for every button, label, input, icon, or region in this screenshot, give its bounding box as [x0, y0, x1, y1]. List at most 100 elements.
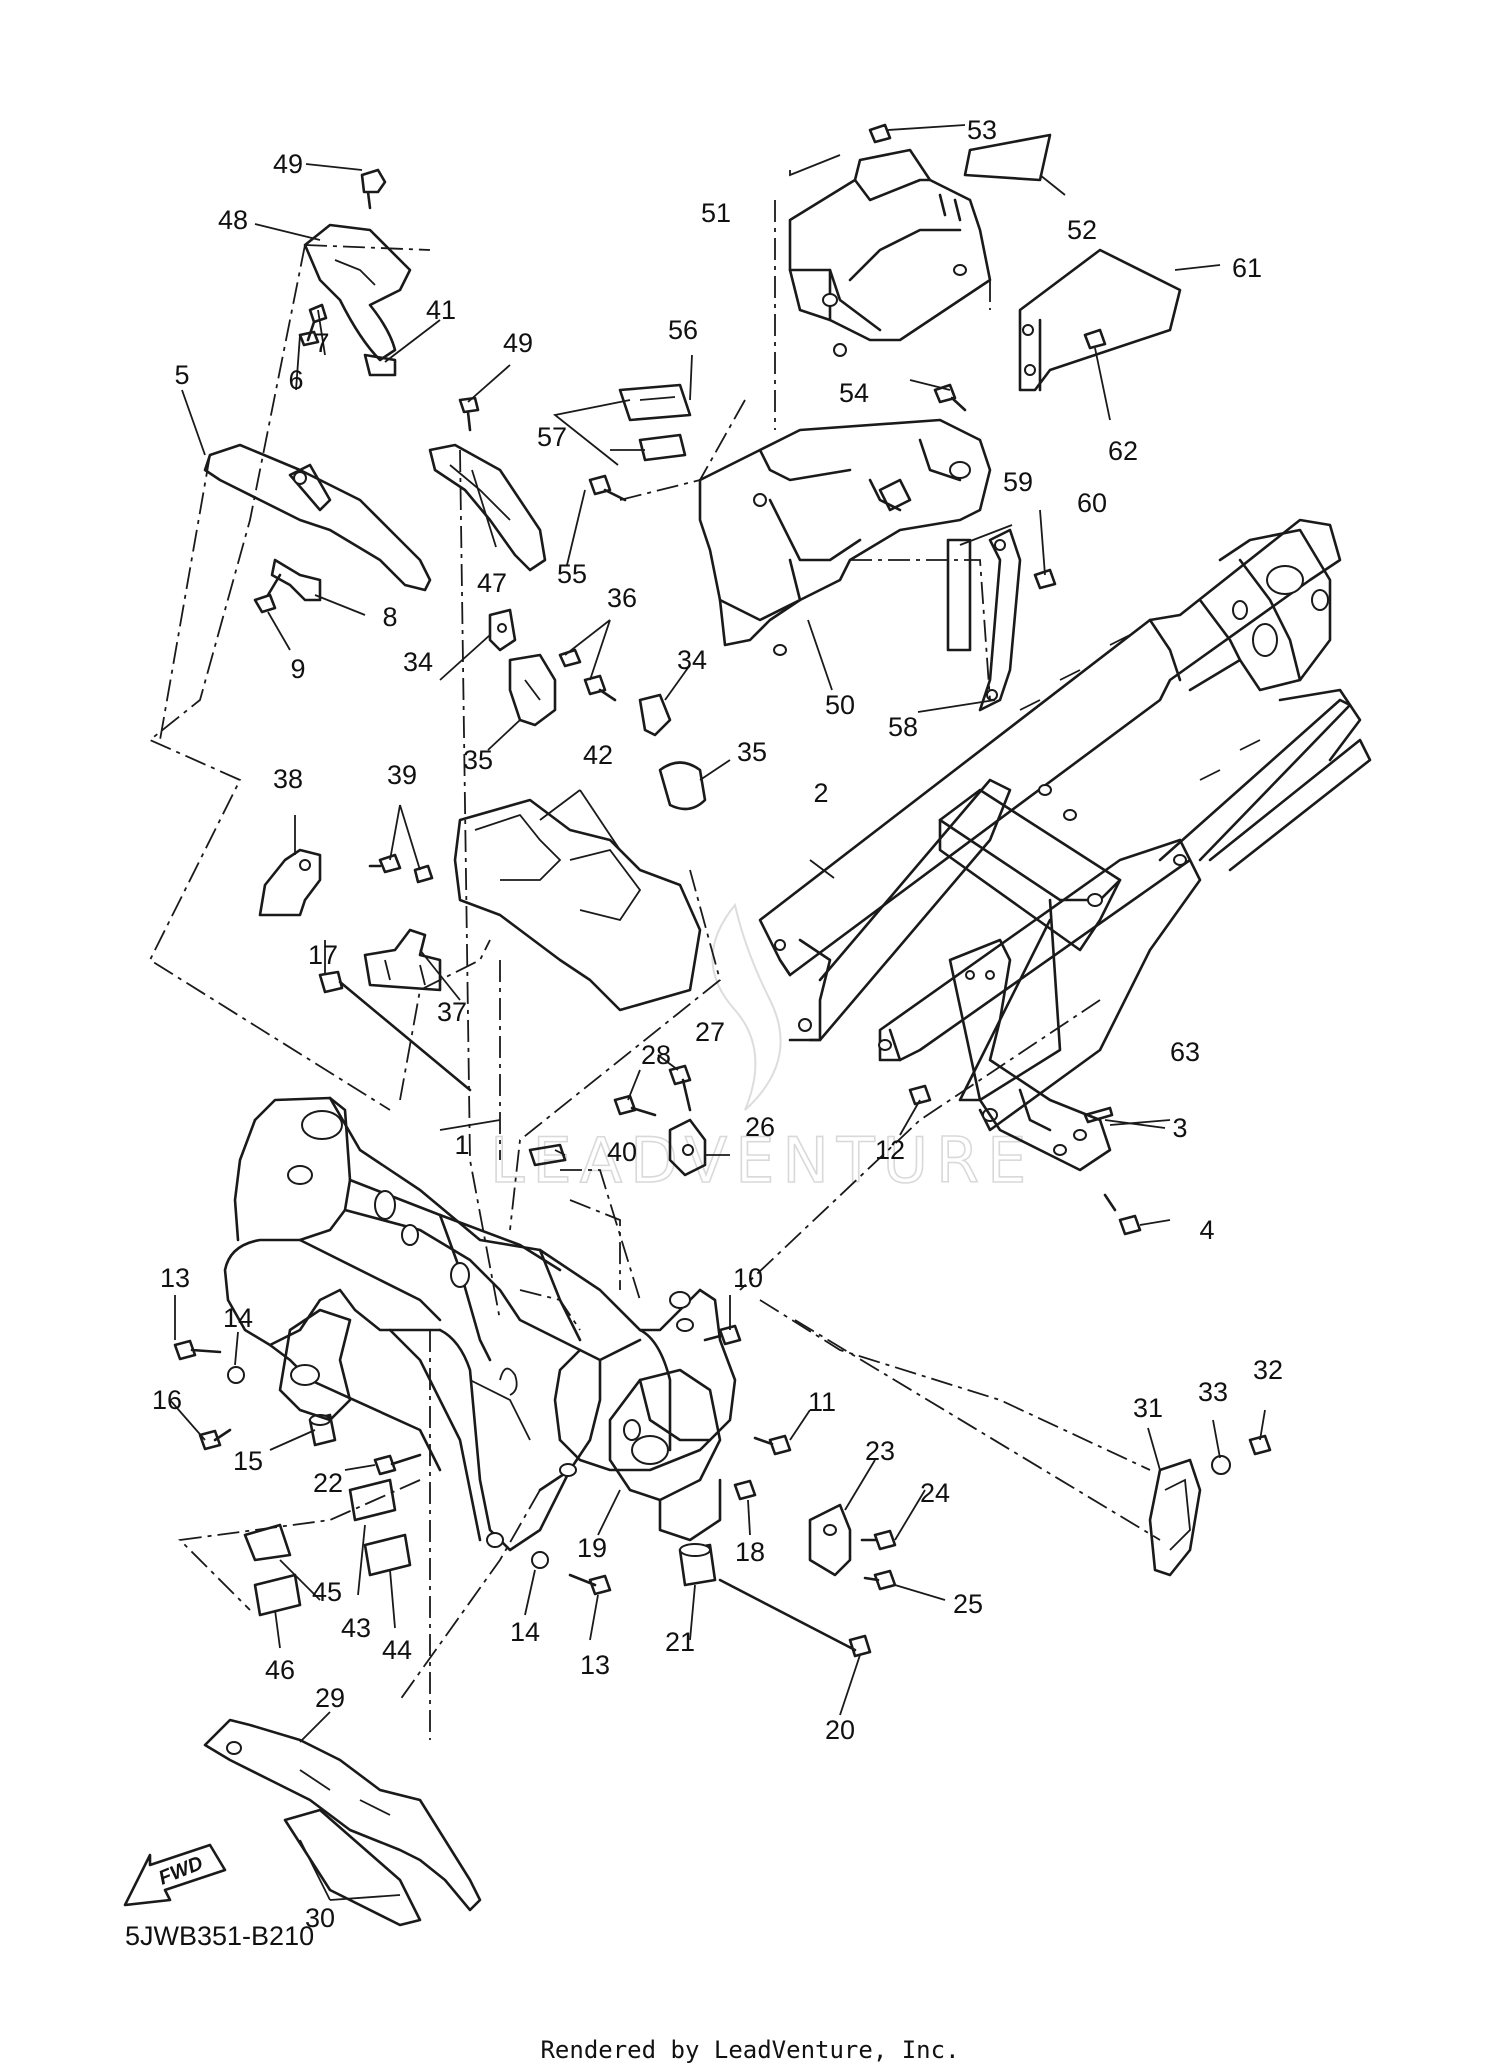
callout-9: 9: [290, 654, 305, 684]
callout-21: 21: [665, 1627, 695, 1657]
battery-case[interactable]: [788, 148, 992, 357]
bolt-13-left: [173, 1339, 222, 1361]
fasteners: [173, 123, 1272, 1658]
bolt-14-bottom: [530, 1551, 550, 1569]
stay-5[interactable]: [203, 443, 432, 592]
callout-13b: 13: [580, 1650, 610, 1680]
damper-57[interactable]: [638, 433, 687, 462]
callout-36: 36: [607, 583, 637, 613]
holder-34-right[interactable]: [638, 693, 672, 737]
battery-box[interactable]: [698, 418, 992, 656]
seal-30[interactable]: [283, 1808, 422, 1927]
bracket-38[interactable]: [258, 848, 322, 917]
callout-20: 20: [825, 1715, 855, 1745]
callout-57: 57: [537, 422, 567, 452]
bolt-36-b: [583, 674, 617, 702]
render-credit: Rendered by LeadVenture, Inc.: [540, 2036, 960, 2064]
callout-6: 6: [288, 365, 303, 395]
callout-28: 28: [641, 1040, 671, 1070]
bolt-14-left: [226, 1366, 246, 1384]
bolt-10: [703, 1324, 742, 1346]
fwd-arrow: FWD: [123, 1843, 227, 1907]
callout-63: 63: [1170, 1037, 1200, 1067]
callout-49b: 49: [503, 328, 533, 358]
bolt-39-a: [368, 853, 402, 874]
damper-45[interactable]: [243, 1523, 292, 1562]
callout-15: 15: [233, 1446, 263, 1476]
bolt-53: [868, 123, 892, 144]
callout-48: 48: [218, 205, 248, 235]
watermark-logo: [711, 902, 782, 1111]
damper-strip[interactable]: [946, 538, 972, 652]
callout-54: 54: [839, 378, 869, 408]
callout-51: 51: [701, 198, 731, 228]
cover-47[interactable]: [428, 443, 547, 572]
callout-8: 8: [382, 602, 397, 632]
battery-cover-bracket[interactable]: [1018, 248, 1182, 392]
callout-39: 39: [387, 760, 417, 790]
callout-34: 34: [403, 647, 433, 677]
damper-41[interactable]: [363, 353, 397, 377]
callout-31: 31: [1133, 1393, 1163, 1423]
damper-46[interactable]: [253, 1573, 302, 1617]
plate-31[interactable]: [1148, 1458, 1202, 1577]
callout-3: 3: [1172, 1113, 1187, 1143]
callout-59: 59: [1003, 467, 1033, 497]
bolt-49-top: [360, 168, 387, 210]
bolt-17: [318, 970, 472, 1092]
bolt-36-a: [558, 648, 582, 668]
callout-13: 13: [160, 1263, 190, 1293]
callout-4: 4: [1199, 1215, 1214, 1245]
bolt-27: [668, 1064, 692, 1112]
plate-56[interactable]: [618, 383, 692, 422]
panel-42[interactable]: [453, 798, 702, 1012]
bolt-55: [588, 474, 627, 502]
callout-29: 29: [315, 1683, 345, 1713]
callout-5: 5: [174, 360, 189, 390]
rear-frame-bracket[interactable]: [948, 938, 1112, 1172]
callout-19: 19: [577, 1533, 607, 1563]
cover-29[interactable]: [203, 1718, 482, 1912]
battery-box-stay[interactable]: [978, 528, 1022, 712]
cover-35-left[interactable]: [508, 653, 557, 727]
bolt-28: [613, 1094, 657, 1117]
damper-44[interactable]: [363, 1533, 412, 1577]
collar-21[interactable]: [678, 1543, 717, 1587]
leader-lines: [169, 124, 1266, 1901]
watermark-text: LEADVENTURE: [490, 1124, 1034, 1197]
engine-bracket-left[interactable]: [278, 1308, 352, 1422]
damper-40[interactable]: [528, 1143, 567, 1167]
bolt-49-mid: [458, 396, 480, 432]
callout-10: 10: [733, 1263, 763, 1293]
callout-30: 30: [305, 1903, 335, 1933]
callout-16: 16: [152, 1385, 182, 1415]
holder-34-left[interactable]: [488, 608, 517, 652]
callout-47: 47: [477, 568, 507, 598]
cover-35-right[interactable]: [658, 761, 707, 811]
bolt-9: [253, 573, 282, 614]
callout-14: 14: [223, 1303, 253, 1333]
callout-25: 25: [953, 1589, 983, 1619]
engine-mount-bracket[interactable]: [608, 1368, 722, 1542]
callout-34b: 34: [677, 645, 707, 675]
bracket-26[interactable]: [668, 1118, 707, 1177]
bracket-8[interactable]: [270, 558, 322, 602]
bolt-16: [198, 1428, 232, 1451]
callout-23: 23: [865, 1436, 895, 1466]
callout-7: 7: [314, 328, 329, 358]
battery-band[interactable]: [963, 133, 1052, 182]
damper-43[interactable]: [348, 1478, 397, 1522]
bracket-37[interactable]: [363, 928, 442, 992]
bracket-23[interactable]: [808, 1503, 852, 1577]
callout-1: 1: [454, 1130, 469, 1160]
callout-60: 60: [1077, 488, 1107, 518]
callout-14b: 14: [510, 1617, 540, 1647]
callout-55: 55: [557, 559, 587, 589]
bolt-4: [1103, 1193, 1142, 1236]
callout-33: 33: [1198, 1377, 1228, 1407]
bolt-7: [306, 303, 328, 342]
cover-48[interactable]: [303, 223, 412, 362]
bolt-13-bottom: [568, 1573, 612, 1596]
rear-frame[interactable]: [758, 518, 1372, 1132]
